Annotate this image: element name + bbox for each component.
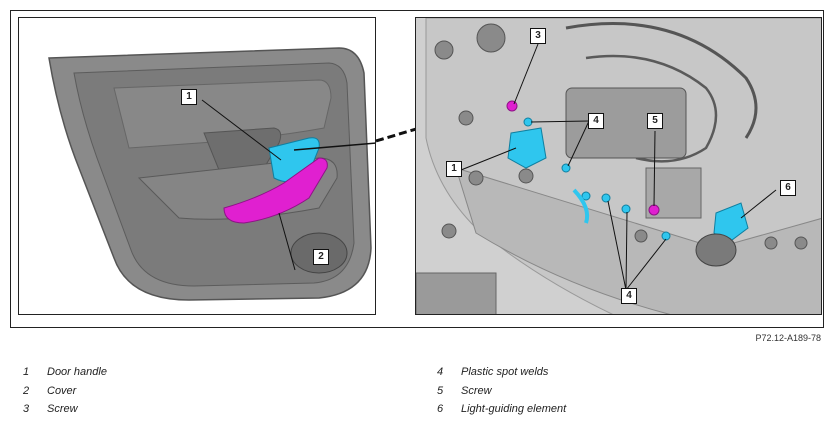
cover-highlight [223, 157, 328, 224]
callout-left-1: 1 [181, 89, 197, 105]
callout-right-6: 6 [780, 180, 796, 196]
callout-left-2: 2 [313, 249, 329, 265]
legend-item: 6 Light-guiding element [437, 403, 737, 422]
legend-number: 3 [23, 403, 30, 415]
legend-left-column: 1 Door handle 2 Cover 3 Screw [23, 366, 323, 422]
legend-number: 2 [23, 384, 30, 397]
legend-item: 4 Plastic spot welds [437, 366, 737, 385]
legend-number: 5 [437, 384, 444, 397]
legend-label: Plastic spot welds [461, 366, 549, 378]
callout-right-3: 3 [530, 28, 546, 44]
legend-label: Screw [47, 403, 78, 415]
legend-number: 1 [23, 366, 30, 378]
legend-label: Cover [47, 384, 77, 397]
legend-item: 5 Screw [437, 385, 737, 404]
legend-number: 6 [437, 403, 444, 415]
legend-item: 3 Screw [23, 403, 323, 422]
legend-label: Screw [461, 384, 492, 397]
legend-right-column: 4 Plastic spot welds 5 Screw 6 Light-gui… [437, 366, 737, 422]
door-detail-illustration [416, 18, 821, 314]
door-trim-illustration [48, 47, 375, 301]
legend-label: Door handle [47, 366, 107, 378]
legend-label: Light-guiding element [461, 403, 567, 415]
legend-item: 1 Door handle [23, 366, 323, 385]
callout-right-5: 5 [647, 113, 663, 129]
legend-number: 4 [437, 366, 444, 378]
callout-right-4-top: 4 [588, 113, 604, 129]
callout-right-1: 1 [446, 161, 462, 177]
figure-code: P72.12-A189-78 [755, 333, 821, 343]
callout-right-4-bottom: 4 [621, 288, 637, 304]
detail-connector [376, 127, 416, 143]
legend-item: 2 Cover [23, 385, 323, 404]
door-overview-panel [18, 17, 376, 315]
door-detail-panel [415, 17, 822, 315]
